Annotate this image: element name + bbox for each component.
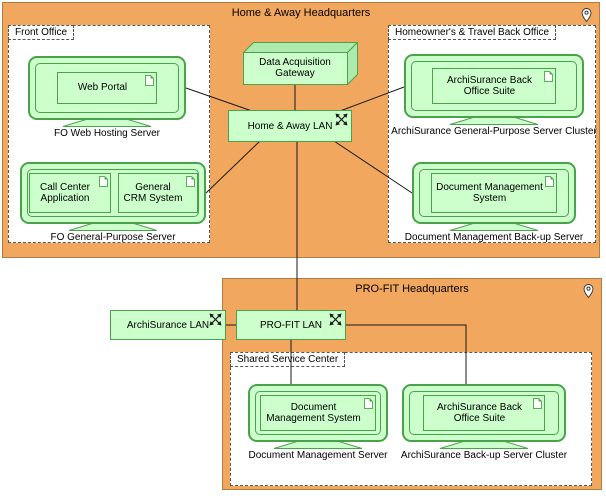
device-fo-general-purpose-server[interactable]: Call Center Application General CRM Syst…	[20, 162, 206, 243]
artifact-icon	[545, 176, 554, 187]
artifact-icon	[544, 71, 553, 82]
app-archisurance-back-office-suite[interactable]: ArchiSurance Back Office Suite	[423, 395, 545, 431]
device-archisurance-general-purpose-server-cluster[interactable]: ArchiSurance Back Office Suite ArchiSura…	[391, 54, 597, 137]
location-title: PRO-FIT Headquarters	[355, 283, 469, 295]
device-fo-web-hosting-server[interactable]: Web Portal FO Web Hosting Server	[28, 56, 186, 139]
device-monitor: Document Management System	[248, 384, 388, 442]
app-label: ArchiSurance Back Office Suite	[436, 401, 523, 425]
artifact-icon	[364, 398, 373, 409]
app-label: ArchiSurance Back Office Suite	[446, 74, 533, 98]
device-monitor: ArchiSurance Back Office Suite	[404, 54, 584, 118]
device-archisurance-backup-server-cluster[interactable]: ArchiSurance Back Office Suite ArchiSura…	[400, 384, 568, 461]
device-document-management-backup-server[interactable]: Document Management System Document Mana…	[405, 162, 583, 243]
location-pin-icon	[580, 7, 593, 23]
network-icon	[329, 313, 342, 326]
device-monitor: Call Center Application General CRM Syst…	[20, 162, 206, 224]
device-label: FO Web Hosting Server	[54, 128, 160, 139]
device-label: ArchiSurance General-Purpose Server Clus…	[391, 126, 597, 137]
device-stand	[449, 117, 539, 125]
network-icon	[209, 313, 222, 326]
app-call-center-application[interactable]: Call Center Application	[28, 173, 111, 213]
device-stand	[449, 223, 539, 231]
device-label: Document Management Back-up Server	[404, 232, 584, 243]
network-profit-lan[interactable]: PRO-FIT LAN	[236, 310, 346, 340]
network-label: Home & Away LAN	[247, 120, 333, 132]
network-archisurance-lan[interactable]: ArchiSurance LAN	[110, 310, 226, 340]
group-label: Front Office	[8, 25, 75, 40]
app-label: Call Center Application	[39, 181, 91, 205]
node-data-acquisition-gateway[interactable]: Data Acquisition Gateway	[242, 41, 359, 86]
app-web-portal[interactable]: Web Portal	[57, 72, 157, 104]
artifact-icon	[185, 176, 195, 187]
device-stand	[68, 223, 158, 231]
artifact-icon	[98, 176, 108, 187]
device-label: FO General-Purpose Server	[50, 232, 176, 243]
app-label: Document Management System	[436, 181, 543, 205]
group-label: Homeowner's & Travel Back Office	[388, 25, 557, 40]
app-archisurance-back-office-suite[interactable]: ArchiSurance Back Office Suite	[432, 68, 556, 104]
location-title: Home & Away Headquarters	[231, 7, 371, 19]
device-label: ArchiSurance Back-up Server Cluster	[400, 450, 568, 461]
network-home-away-lan[interactable]: Home & Away LAN	[228, 110, 352, 142]
device-stand	[62, 119, 152, 127]
device-document-management-server[interactable]: Document Management System Document Mana…	[248, 384, 388, 461]
artifact-icon	[145, 75, 154, 86]
app-label: General CRM System	[123, 181, 183, 205]
device-monitor: Document Management System	[412, 162, 576, 224]
device-monitor: ArchiSurance Back Office Suite	[402, 384, 566, 442]
node-label: Data Acquisition Gateway	[259, 56, 331, 80]
app-general-crm-system[interactable]: General CRM System	[117, 173, 198, 213]
app-label: Document Management System	[266, 401, 361, 425]
device-stand	[273, 441, 363, 449]
network-icon	[335, 113, 348, 126]
artifact-icon	[533, 398, 542, 409]
device-stand	[439, 441, 529, 449]
app-label: Web Portal	[77, 82, 128, 94]
network-label: ArchiSurance LAN	[126, 319, 210, 331]
app-document-management-system[interactable]: Document Management System	[431, 173, 557, 213]
location-pin-icon	[582, 283, 595, 299]
group-label: Shared Service Center	[230, 352, 346, 367]
device-label: Document Management Server	[248, 450, 388, 461]
device-monitor: Web Portal	[28, 56, 186, 120]
network-label: PRO-FIT LAN	[259, 319, 323, 331]
app-document-management-system[interactable]: Document Management System	[260, 395, 376, 431]
